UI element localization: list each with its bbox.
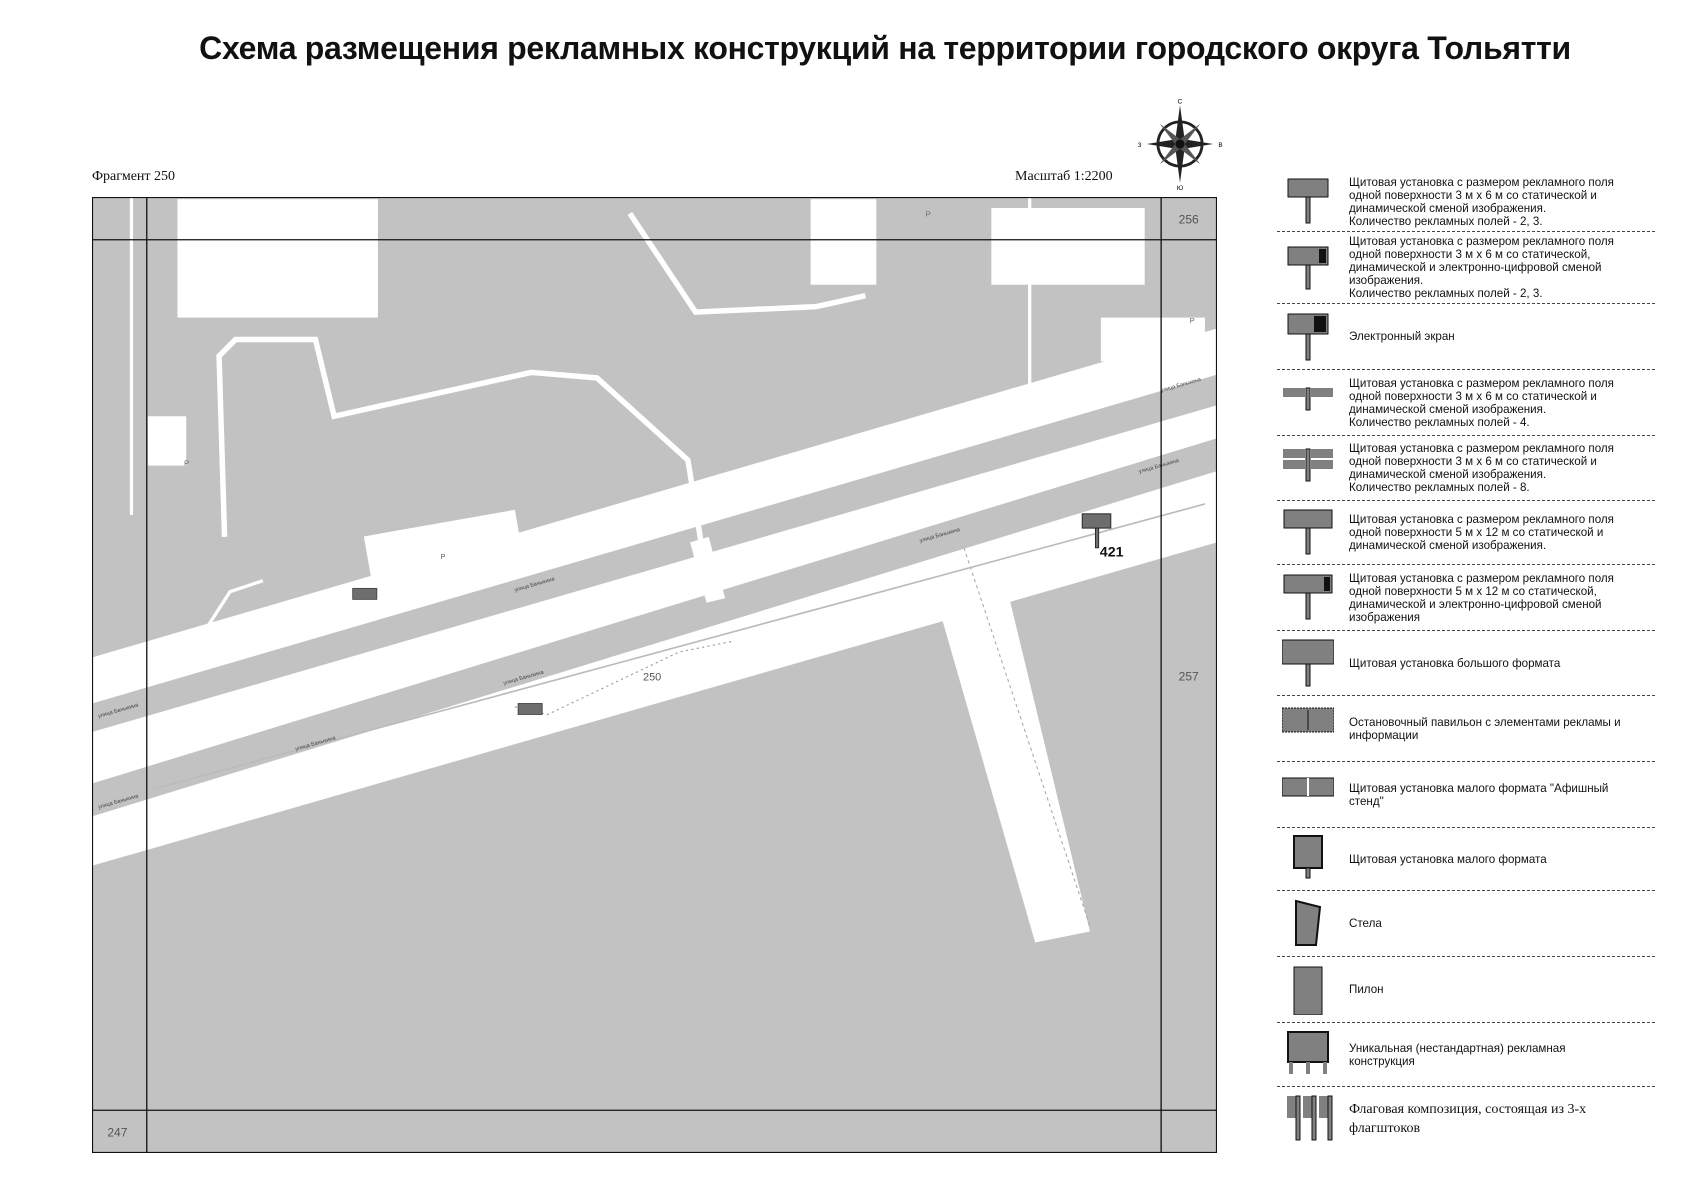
compass-point-w bbox=[1146, 139, 1180, 149]
legend-item: Щитовая установка с размером рекламного … bbox=[1277, 565, 1655, 631]
billboard-icon bbox=[1081, 513, 1112, 529]
poster-stand-icon bbox=[352, 587, 378, 600]
footpath bbox=[216, 336, 704, 543]
legend-item-label: Щитовая установка малого формата bbox=[1349, 852, 1547, 866]
white-block bbox=[363, 509, 523, 580]
legend-item-label: Щитовая установка с размером рекламного … bbox=[1349, 175, 1614, 228]
compass-center bbox=[1175, 139, 1185, 149]
legend-item-label: Щитовая установка с размером рекламного … bbox=[1349, 442, 1614, 494]
compass-point-e bbox=[1180, 139, 1214, 149]
billboard-3x6-icon bbox=[1277, 177, 1339, 227]
bus-stop-pavilion-icon bbox=[1277, 704, 1339, 754]
legend-item: Стела bbox=[1277, 891, 1655, 957]
poster-stand-icon bbox=[1277, 770, 1339, 820]
scale-label: Масштаб 1:2200 bbox=[1015, 169, 1113, 184]
compass-west-label: З bbox=[1138, 142, 1142, 149]
legend-item-label: Щитовая установка малого формата "Афишны… bbox=[1349, 781, 1609, 808]
billboard-8-fields-icon bbox=[1277, 443, 1339, 493]
legend-item: Уникальная (нестандартная) рекламная кон… bbox=[1277, 1023, 1655, 1087]
legend-item: Электронный экран bbox=[1277, 304, 1655, 370]
poster-stand-marker[interactable] bbox=[517, 703, 543, 715]
legend-item: Щитовая установка малого формата "Афишны… bbox=[1277, 762, 1655, 828]
compass-south-label: Ю bbox=[1177, 185, 1184, 190]
legend-item-label: Щитовая установка с размером рекламного … bbox=[1349, 571, 1614, 624]
legend-item-label: Щитовая установка с размером рекламного … bbox=[1349, 376, 1614, 429]
legend-item: Пилон bbox=[1277, 957, 1655, 1023]
legend-item: Остановочный павильон с элементами рекла… bbox=[1277, 696, 1655, 762]
flag-composition-icon bbox=[1277, 1094, 1339, 1144]
curb-line bbox=[153, 503, 1206, 790]
legend-item-label: Щитовая установка большого формата bbox=[1349, 656, 1561, 670]
compass-rose-icon: С Ю З В bbox=[1138, 99, 1223, 190]
legend-item-label: Электронный экран bbox=[1349, 330, 1455, 343]
map-fragment[interactable]: улица Баныкина улица Баныкина улица Баны… bbox=[92, 197, 1217, 1153]
legend-item: Щитовая установка с размером рекламного … bbox=[1277, 501, 1655, 565]
small-billboard-icon bbox=[1277, 834, 1339, 884]
legend-item: Щитовая установка с размером рекламного … bbox=[1277, 172, 1655, 232]
construction-number: 421 bbox=[1100, 545, 1124, 561]
unique-construction-icon bbox=[1277, 1030, 1339, 1080]
billboard-3x6-digital-icon bbox=[1277, 243, 1339, 293]
adjacent-sheet-link[interactable]: 257 bbox=[1179, 669, 1199, 683]
fragment-label: Фрагмент 250 bbox=[92, 169, 176, 184]
parking-mark: P bbox=[184, 459, 189, 468]
parking-mark: P bbox=[440, 552, 445, 561]
legend-item: Щитовая установка с размером рекламного … bbox=[1277, 436, 1655, 501]
crosswalk bbox=[690, 536, 726, 603]
billboard-4-fields-icon bbox=[1277, 378, 1339, 428]
billboard-large-icon bbox=[1277, 638, 1339, 688]
footpath bbox=[627, 211, 866, 315]
parking-mark: P bbox=[1190, 316, 1195, 325]
adjacent-sheet-link[interactable]: 247 bbox=[107, 1126, 127, 1140]
compass-point-n bbox=[1175, 105, 1185, 144]
legend-item-label: Пилон bbox=[1349, 983, 1384, 996]
legend-item-label: Флаговая композиция, состоящая из 3-х фл… bbox=[1349, 1101, 1587, 1136]
compass-point-s bbox=[1175, 144, 1185, 183]
legend-item: Щитовая установка большого формата bbox=[1277, 631, 1655, 696]
pylon-icon bbox=[1277, 965, 1339, 1015]
billboard-5x12-digital-icon bbox=[1277, 573, 1339, 623]
white-block bbox=[991, 207, 1145, 285]
sidewalk-lower bbox=[92, 471, 1217, 866]
electronic-screen-icon bbox=[1277, 312, 1339, 362]
legend-item: Щитовая установка малого формата bbox=[1277, 828, 1655, 891]
poster-stand-icon bbox=[517, 703, 543, 715]
fragment-number-label: 250 bbox=[643, 671, 661, 683]
legend-item: Флаговая композиция, состоящая из 3-х фл… bbox=[1277, 1087, 1655, 1150]
legend-item-label: Щитовая установка с размером рекламного … bbox=[1349, 235, 1614, 300]
sidewalk-upper bbox=[92, 328, 1217, 704]
parking-mark: P bbox=[926, 210, 931, 219]
axis-line bbox=[963, 547, 1091, 927]
compass-north-label: С bbox=[1178, 99, 1183, 106]
billboard-pole bbox=[1094, 527, 1100, 549]
legend-item: Щитовая установка с размером рекламного … bbox=[1277, 232, 1655, 304]
page-title: Схема размещения рекламных конструкций н… bbox=[199, 30, 1571, 66]
legend-item-label: Остановочный павильон с элементами рекла… bbox=[1349, 715, 1621, 742]
compass-east-label: В bbox=[1218, 142, 1222, 149]
white-block bbox=[177, 199, 378, 318]
legend-item-label: Стела bbox=[1349, 917, 1382, 930]
white-block bbox=[810, 199, 877, 285]
side-road bbox=[939, 591, 1090, 943]
white-block bbox=[147, 416, 187, 466]
poster-stand-marker[interactable] bbox=[352, 587, 378, 600]
adjacent-sheet-link[interactable]: 256 bbox=[1179, 212, 1199, 226]
advertising-construction-421[interactable]: 421 bbox=[1081, 513, 1124, 561]
legend-item: Щитовая установка с размером рекламного … bbox=[1277, 370, 1655, 436]
billboard-5x12-icon bbox=[1277, 508, 1339, 558]
stele-icon bbox=[1277, 899, 1339, 949]
legend-item-label: Уникальная (нестандартная) рекламная кон… bbox=[1349, 1041, 1566, 1068]
median-strip bbox=[92, 405, 1217, 784]
legend-item-label: Щитовая установка с размером рекламного … bbox=[1349, 513, 1614, 552]
